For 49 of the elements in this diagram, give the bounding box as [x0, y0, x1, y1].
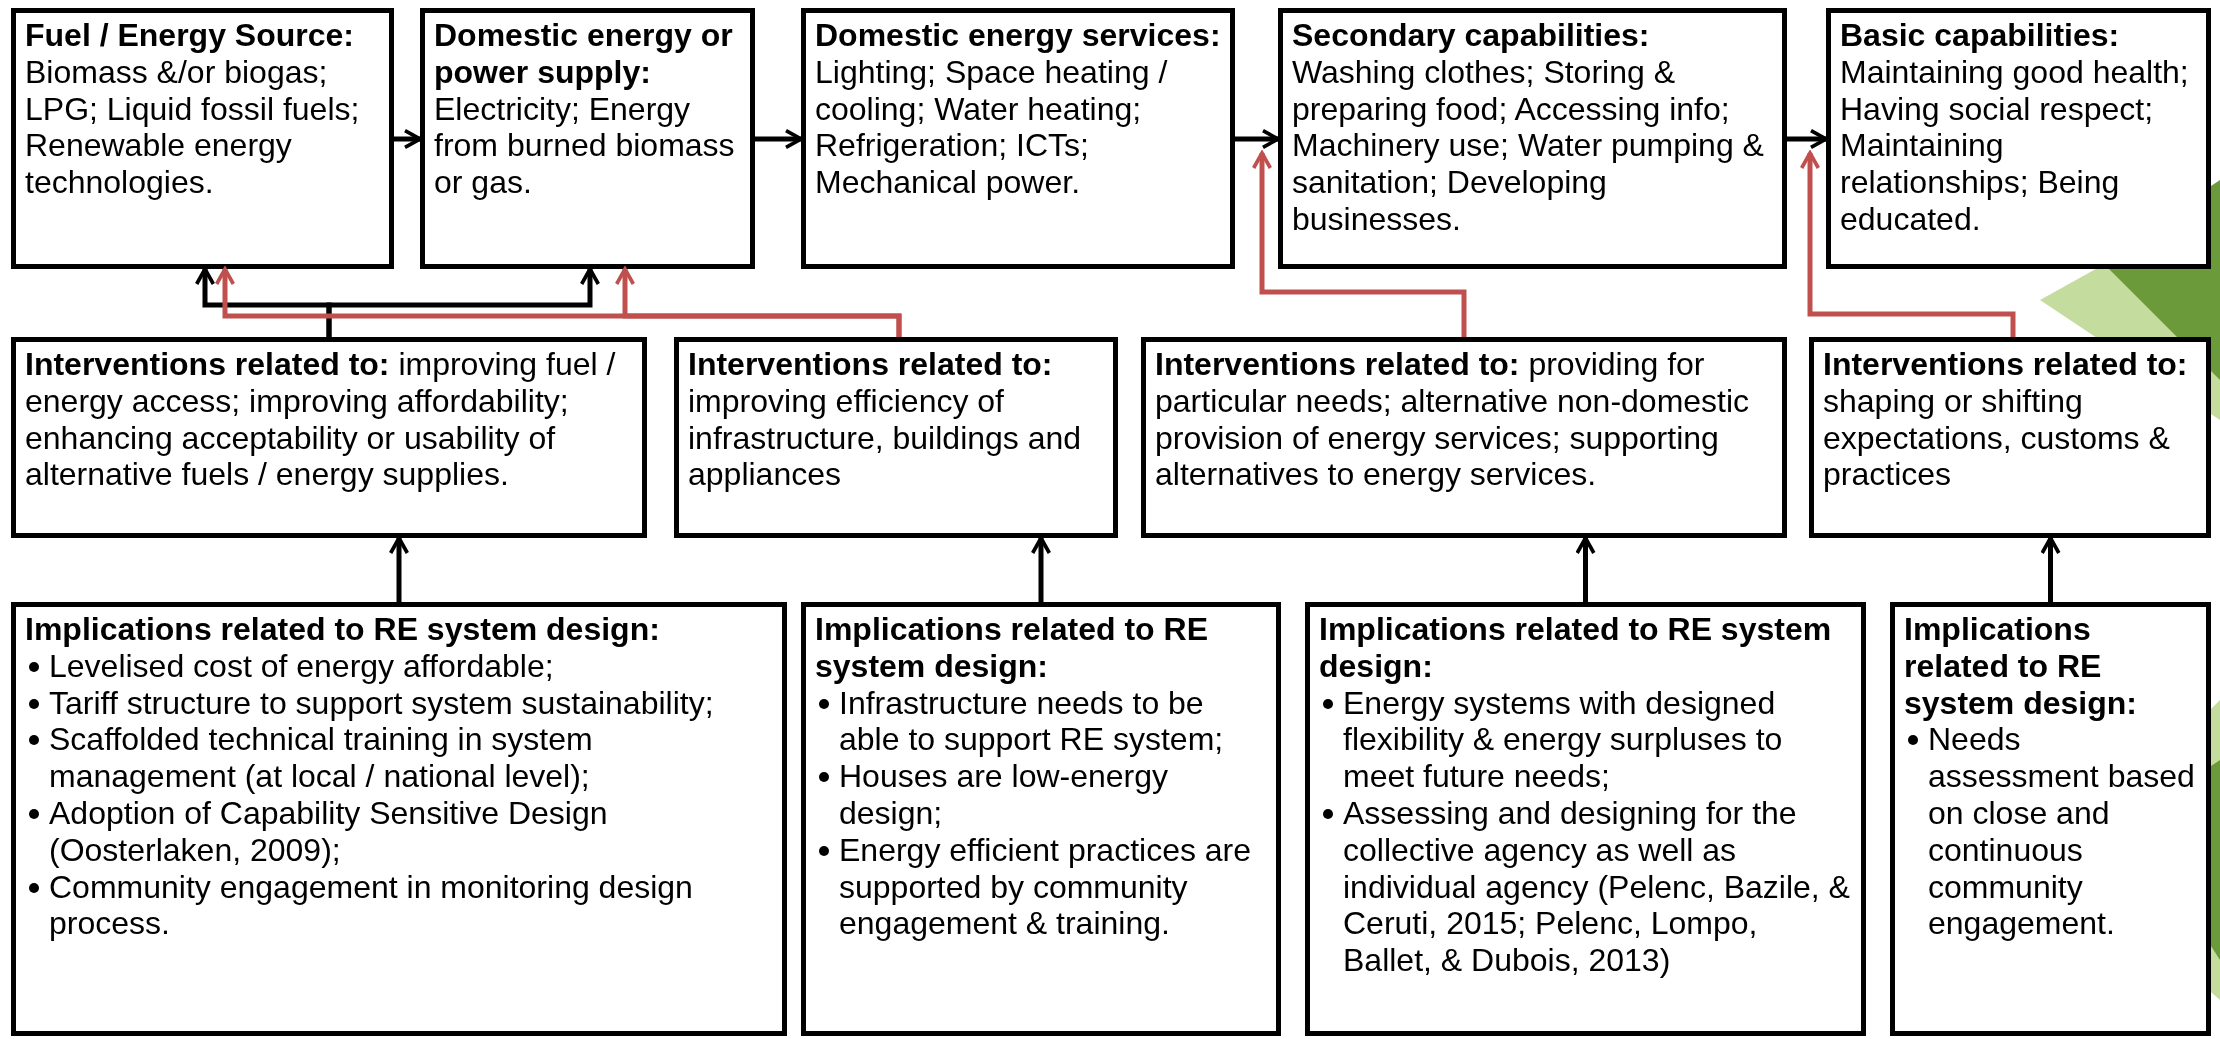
implications-box	[1890, 602, 2211, 1036]
stage-box	[420, 8, 755, 269]
bullet-text: Community engagement in monitoring design process.	[49, 868, 693, 942]
arrow	[388, 536, 410, 602]
stage-box	[11, 8, 394, 269]
intervention-box	[1809, 337, 2211, 538]
intervention-box	[11, 337, 647, 538]
arrow	[1799, 151, 2016, 337]
box-heading: Implications related to RE system design:	[1904, 611, 2138, 722]
bullet-text: Needs assessment based on close and continuous community engagement.	[1928, 721, 2195, 942]
bullet-text: Adoption of Capability Sensitive Design (Oosterlaken, 2009);	[49, 795, 608, 868]
stage-box	[1278, 8, 1787, 269]
arrow	[1251, 151, 1467, 337]
arrow	[1235, 128, 1280, 150]
box-text: Interventions related to: improving efficiency of infrastructure, buildings and appliances	[688, 346, 1083, 494]
bullet-text: Tariff structure to support system sustainability;	[49, 684, 714, 721]
arrow	[394, 128, 422, 150]
arrow	[1575, 536, 1596, 602]
box-text: Interventions related to: providing for particular needs; alternative non-domestic provision of energy services; supporting alternatives to energy services.	[1155, 346, 1751, 494]
box-text: Fuel / Energy Source: Biomass &/or biogas; LPG; Liquid fossil fuels; Renewable energy technologies.	[25, 17, 361, 201]
box-text: Domestic energy or power supply: Electricity; Energy from burned biomass or gas.	[434, 17, 736, 201]
bullet-text: Energy efficient practices are supported by community engagement & training.	[839, 831, 1252, 942]
arrow	[755, 128, 803, 150]
box-text: Domestic energy services: Lighting; Space heating / cooling; Water heating; Refrigeration; ICTs; Mechanical power.	[815, 17, 1221, 201]
stage-box	[801, 8, 1235, 269]
box-heading: Implications related to RE system design:	[815, 611, 1209, 685]
implications-box	[801, 602, 1281, 1036]
arrow	[1787, 128, 1828, 150]
implications-box	[11, 602, 787, 1036]
box-text: Interventions related to: improving fuel / energy access; improving affordability; enhancing acceptability or usability of alternative fuels / energy supplies.	[25, 346, 617, 494]
bullet-text: Infrastructure needs to be able to support RE system;	[839, 684, 1224, 758]
intervention-box	[1141, 337, 1787, 538]
arrow	[1030, 536, 1052, 602]
intervention-box	[674, 337, 1118, 538]
stage-box	[1826, 8, 2211, 269]
bullet-text: Scaffolded technical training in system management (at local / national level);	[49, 721, 593, 795]
box-text: Basic capabilities: Maintaining good health; Having social respect; Maintaining relationships; Being educated.	[1840, 17, 2190, 238]
box-heading: Implications related to RE system design:	[1319, 611, 1833, 685]
arrow	[326, 267, 601, 337]
box-text: Interventions related to: shaping or shifting expectations, customs & practices	[1823, 346, 2189, 494]
implications-box	[1305, 602, 1866, 1036]
bullet-text: Houses are low-energy design;	[839, 758, 1169, 831]
bullet-text: Levelised cost of energy affordable;	[49, 647, 554, 684]
bullet-text: Energy systems with designed flexibility & energy surpluses to meet future needs;	[1343, 684, 1783, 795]
bullet-text: Assessing and designing for the collective agency as well as individual agency (Pelenc, Bazile, & Ceruti, 2015; Pelenc, Lompo, Ballet, & Dubois, 2013)	[1343, 795, 1850, 979]
box-heading: Implications related to RE system design:	[25, 611, 661, 648]
arrow	[614, 267, 902, 337]
box-text: Secondary capabilities: Washing clothes; Storing & preparing food; Accessing info; Machinery use; Water pumping & sanitation; Developing businesses.	[1292, 17, 1765, 238]
arrow	[2040, 536, 2061, 602]
